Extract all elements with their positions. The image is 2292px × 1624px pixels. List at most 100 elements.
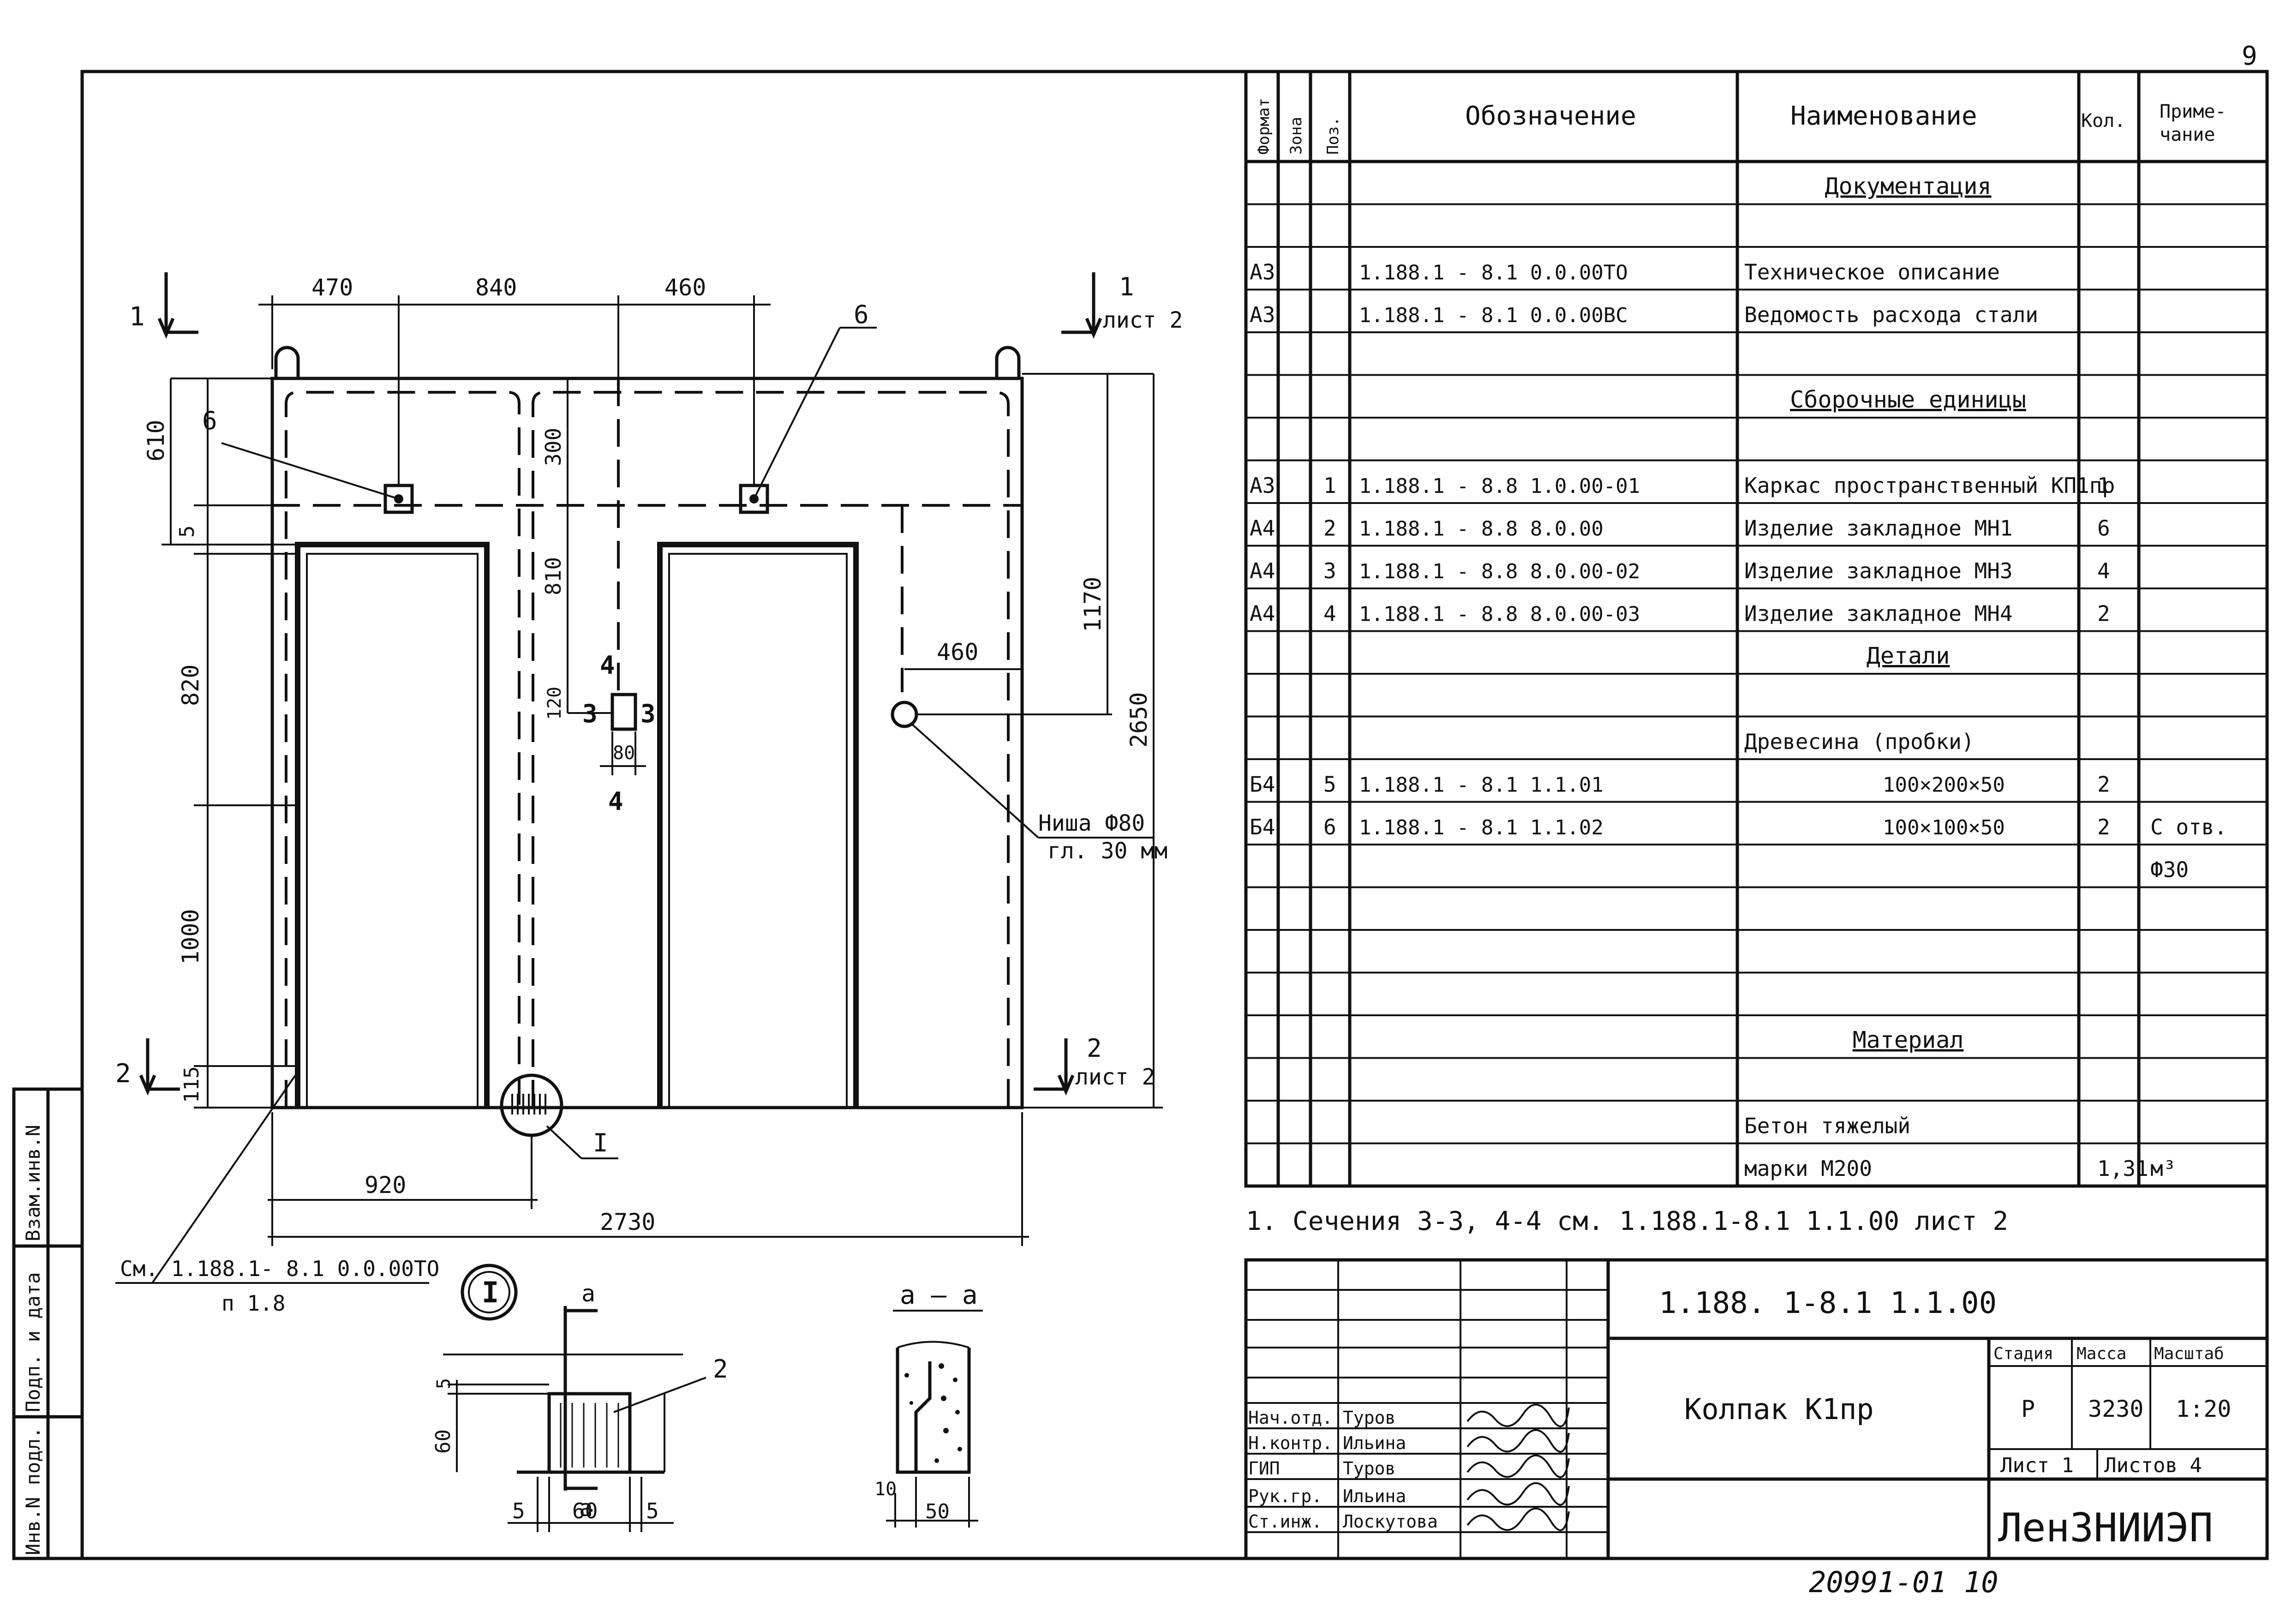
cell-name: 100×100×50 — [1883, 816, 2005, 839]
cell-designation: 1.188.1 - 8.1 1.1.01 — [1359, 773, 1604, 797]
product-name: Колпак К1пр — [1684, 1392, 1874, 1426]
cell-pos: 3 — [1323, 558, 1336, 583]
cell-format: А4 — [1250, 601, 1275, 626]
signature-name: Лоскутова — [1343, 1511, 1438, 1532]
section-4-bottom: 4 — [608, 787, 623, 816]
section-aa-title: а — а — [900, 1280, 978, 1310]
signature-scribble — [1466, 1429, 1570, 1453]
stage-label: Стадия — [1993, 1344, 2053, 1363]
cell-name: Бетон тяжелый — [1744, 1114, 1910, 1139]
title-block: 1.188. 1-8.1 1.1.00 Колпак К1пр Стадия М… — [1244, 1258, 2269, 1560]
signature-role: Рук.гр. — [1248, 1486, 1322, 1506]
dim-top-470: 470 — [311, 274, 353, 301]
dim-2730: 2730 — [600, 1209, 655, 1235]
section-2-left: 2 — [115, 1059, 131, 1089]
niche-label-2: гл. 30 мм — [1047, 838, 1167, 864]
cell-qty: 1 — [2097, 473, 2110, 498]
cell-format: А4 — [1250, 558, 1275, 583]
cell-name: Изделие закладное МН3 — [1744, 558, 2013, 583]
dim-left-115: 115 — [180, 1067, 203, 1103]
cell-designation: 1.188.1 - 8.8 8.0.00-02 — [1359, 560, 1640, 583]
cell-note: м³ — [2150, 1156, 2176, 1181]
cell-name: Изделие закладное МН1 — [1744, 516, 2013, 541]
detail-i-view: I а а 2 5 60 5 60 5 — [431, 1264, 728, 1532]
scale-value: 1:20 — [2176, 1396, 2231, 1422]
signature-role: Н.контр. — [1248, 1433, 1333, 1453]
detail-callout-2: 2 — [713, 1354, 728, 1384]
door-opening-left — [295, 542, 490, 1108]
callout-6-right: 6 — [854, 300, 869, 329]
signature-scribble — [1466, 1507, 1570, 1531]
header-note-2: чание — [2160, 124, 2215, 145]
cell-qty: 2 — [2097, 601, 2110, 626]
reference-label: См. 1.188.1- 8.1 0.0.00ТО — [120, 1256, 439, 1281]
dim-left-5: 5 — [175, 526, 199, 538]
cell-designation: 1.188.1 - 8.1 0.0.00ТО — [1359, 261, 1628, 285]
signature-scribble — [1466, 1482, 1570, 1506]
sheet-number: Лист 1 — [2000, 1454, 2074, 1477]
dim-2650: 2650 — [1125, 692, 1152, 748]
cell-note: Ф30 — [2150, 857, 2189, 882]
scale-label: Масштаб — [2154, 1344, 2224, 1363]
margin-stamp-sign: Подп. и дата — [22, 1272, 44, 1412]
cell-format: Б4 — [1250, 815, 1275, 839]
cell-qty: 1,31 — [2097, 1156, 2148, 1181]
lifting-loop-left — [274, 346, 300, 379]
cell-name: Ведомость расхода стали — [1744, 302, 2038, 327]
signature-role: Нач.отд. — [1248, 1408, 1333, 1428]
section-aa-view: а — а 10 50 — [874, 1280, 983, 1528]
header-qty: Кол. — [2081, 110, 2125, 132]
dim-920: 920 — [365, 1172, 406, 1199]
cell-pos: 5 — [1323, 772, 1336, 797]
header-pos: Поз. — [1324, 117, 1342, 155]
cell-designation: 1.188.1 - 8.8 8.0.00 — [1359, 517, 1604, 541]
lifting-loop-right — [995, 346, 1021, 379]
dim-300: 300 — [541, 428, 566, 466]
detail-dim-5b: 5 — [646, 1498, 659, 1523]
organization-name: ЛенЗНИИЭП — [1998, 1505, 2213, 1551]
detail-i-marker: I — [482, 1276, 499, 1309]
sheet-frame — [80, 70, 2269, 1560]
dim-left-820: 820 — [177, 665, 204, 706]
detail-dim-5a: 5 — [512, 1498, 525, 1523]
cell-designation: 1.188.1 - 8.1 1.1.02 — [1359, 816, 1604, 839]
margin-stamp: Инв.N подл. Подп. и дата Взам.инв.N — [12, 1087, 84, 1560]
signature-name: Туров — [1343, 1458, 1395, 1479]
mass-value: 3230 — [2088, 1396, 2143, 1422]
signature-name: Ильина — [1343, 1433, 1406, 1453]
dim-810: 810 — [541, 557, 566, 595]
dim-left-610: 610 — [143, 420, 169, 461]
cell-format: А3 — [1250, 302, 1275, 327]
niche-circle — [891, 701, 918, 728]
cell-name: Изделие закладное МН4 — [1744, 601, 2013, 626]
header-designation: Обозначение — [1465, 101, 1636, 131]
page-number: 9 — [2242, 41, 2257, 71]
cell-designation: 1.188.1 - 8.8 1.0.00-01 — [1359, 474, 1640, 498]
cell-name: Техническое описание — [1744, 260, 2000, 285]
cell-pos: 2 — [1323, 516, 1336, 541]
niche-label-1: Ниша Ф80 — [1038, 810, 1145, 836]
callout-6-left: 6 — [202, 406, 217, 435]
cell-format: А4 — [1250, 516, 1275, 541]
cell-designation: 1.188.1 - 8.8 8.0.00-03 — [1359, 603, 1640, 626]
cell-name: Каркас пространственный КП1пр — [1744, 473, 2115, 498]
section-1-sheet: лист 2 — [1103, 307, 1183, 333]
dim-80: 80 — [613, 743, 635, 764]
wood-plug-detail — [547, 1392, 632, 1474]
detail-dim-5v: 5 — [433, 1378, 455, 1389]
section-a-bottom: а — [579, 1495, 593, 1522]
section-a-top: а — [581, 1280, 595, 1307]
dim-1170: 1170 — [1079, 577, 1106, 632]
detail-dim-60v: 60 — [431, 1429, 455, 1454]
aa-dim-10: 10 — [874, 1479, 897, 1500]
section-3-left: 3 — [582, 699, 598, 728]
cell-pos: 4 — [1323, 601, 1336, 626]
wood-plug — [610, 693, 637, 731]
cell-qty: 6 — [2097, 516, 2110, 541]
cell-format: А3 — [1250, 473, 1275, 498]
margin-stamp-replace: Взам.инв.N — [22, 1125, 44, 1241]
cell-designation: 1.188.1 - 8.1 0.0.00ВС — [1359, 304, 1628, 327]
archive-number: 20991-01 10 — [1809, 1565, 1999, 1599]
section-heading: Детали — [1867, 642, 1950, 669]
